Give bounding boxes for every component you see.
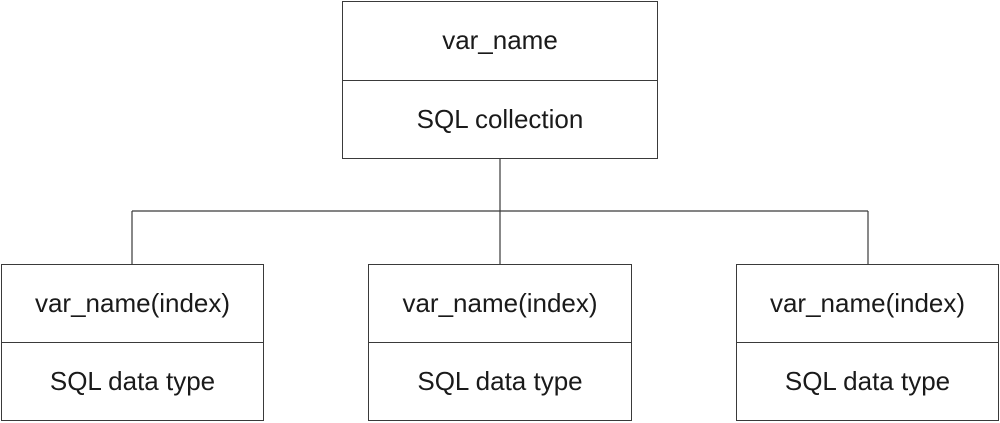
child-node-type: SQL data type [2, 342, 263, 420]
root-node-box: var_name SQL collection [342, 1, 658, 159]
root-node-type: SQL collection [343, 79, 657, 159]
child-node-name: var_name(index) [34, 288, 231, 318]
child-node-type: SQL data type [369, 342, 631, 420]
child-node-name: var_name(index) [769, 288, 966, 318]
child-node-type: SQL data type [737, 342, 998, 420]
child-node-box-middle: var_name(index) SQL data type [368, 264, 632, 421]
root-node-name: var_name [442, 25, 558, 56]
child-node-box-left: var_name(index) SQL data type [1, 264, 264, 421]
child-node-name: var_name(index) [402, 288, 598, 318]
child-node-box-right: var_name(index) SQL data type [736, 264, 999, 421]
